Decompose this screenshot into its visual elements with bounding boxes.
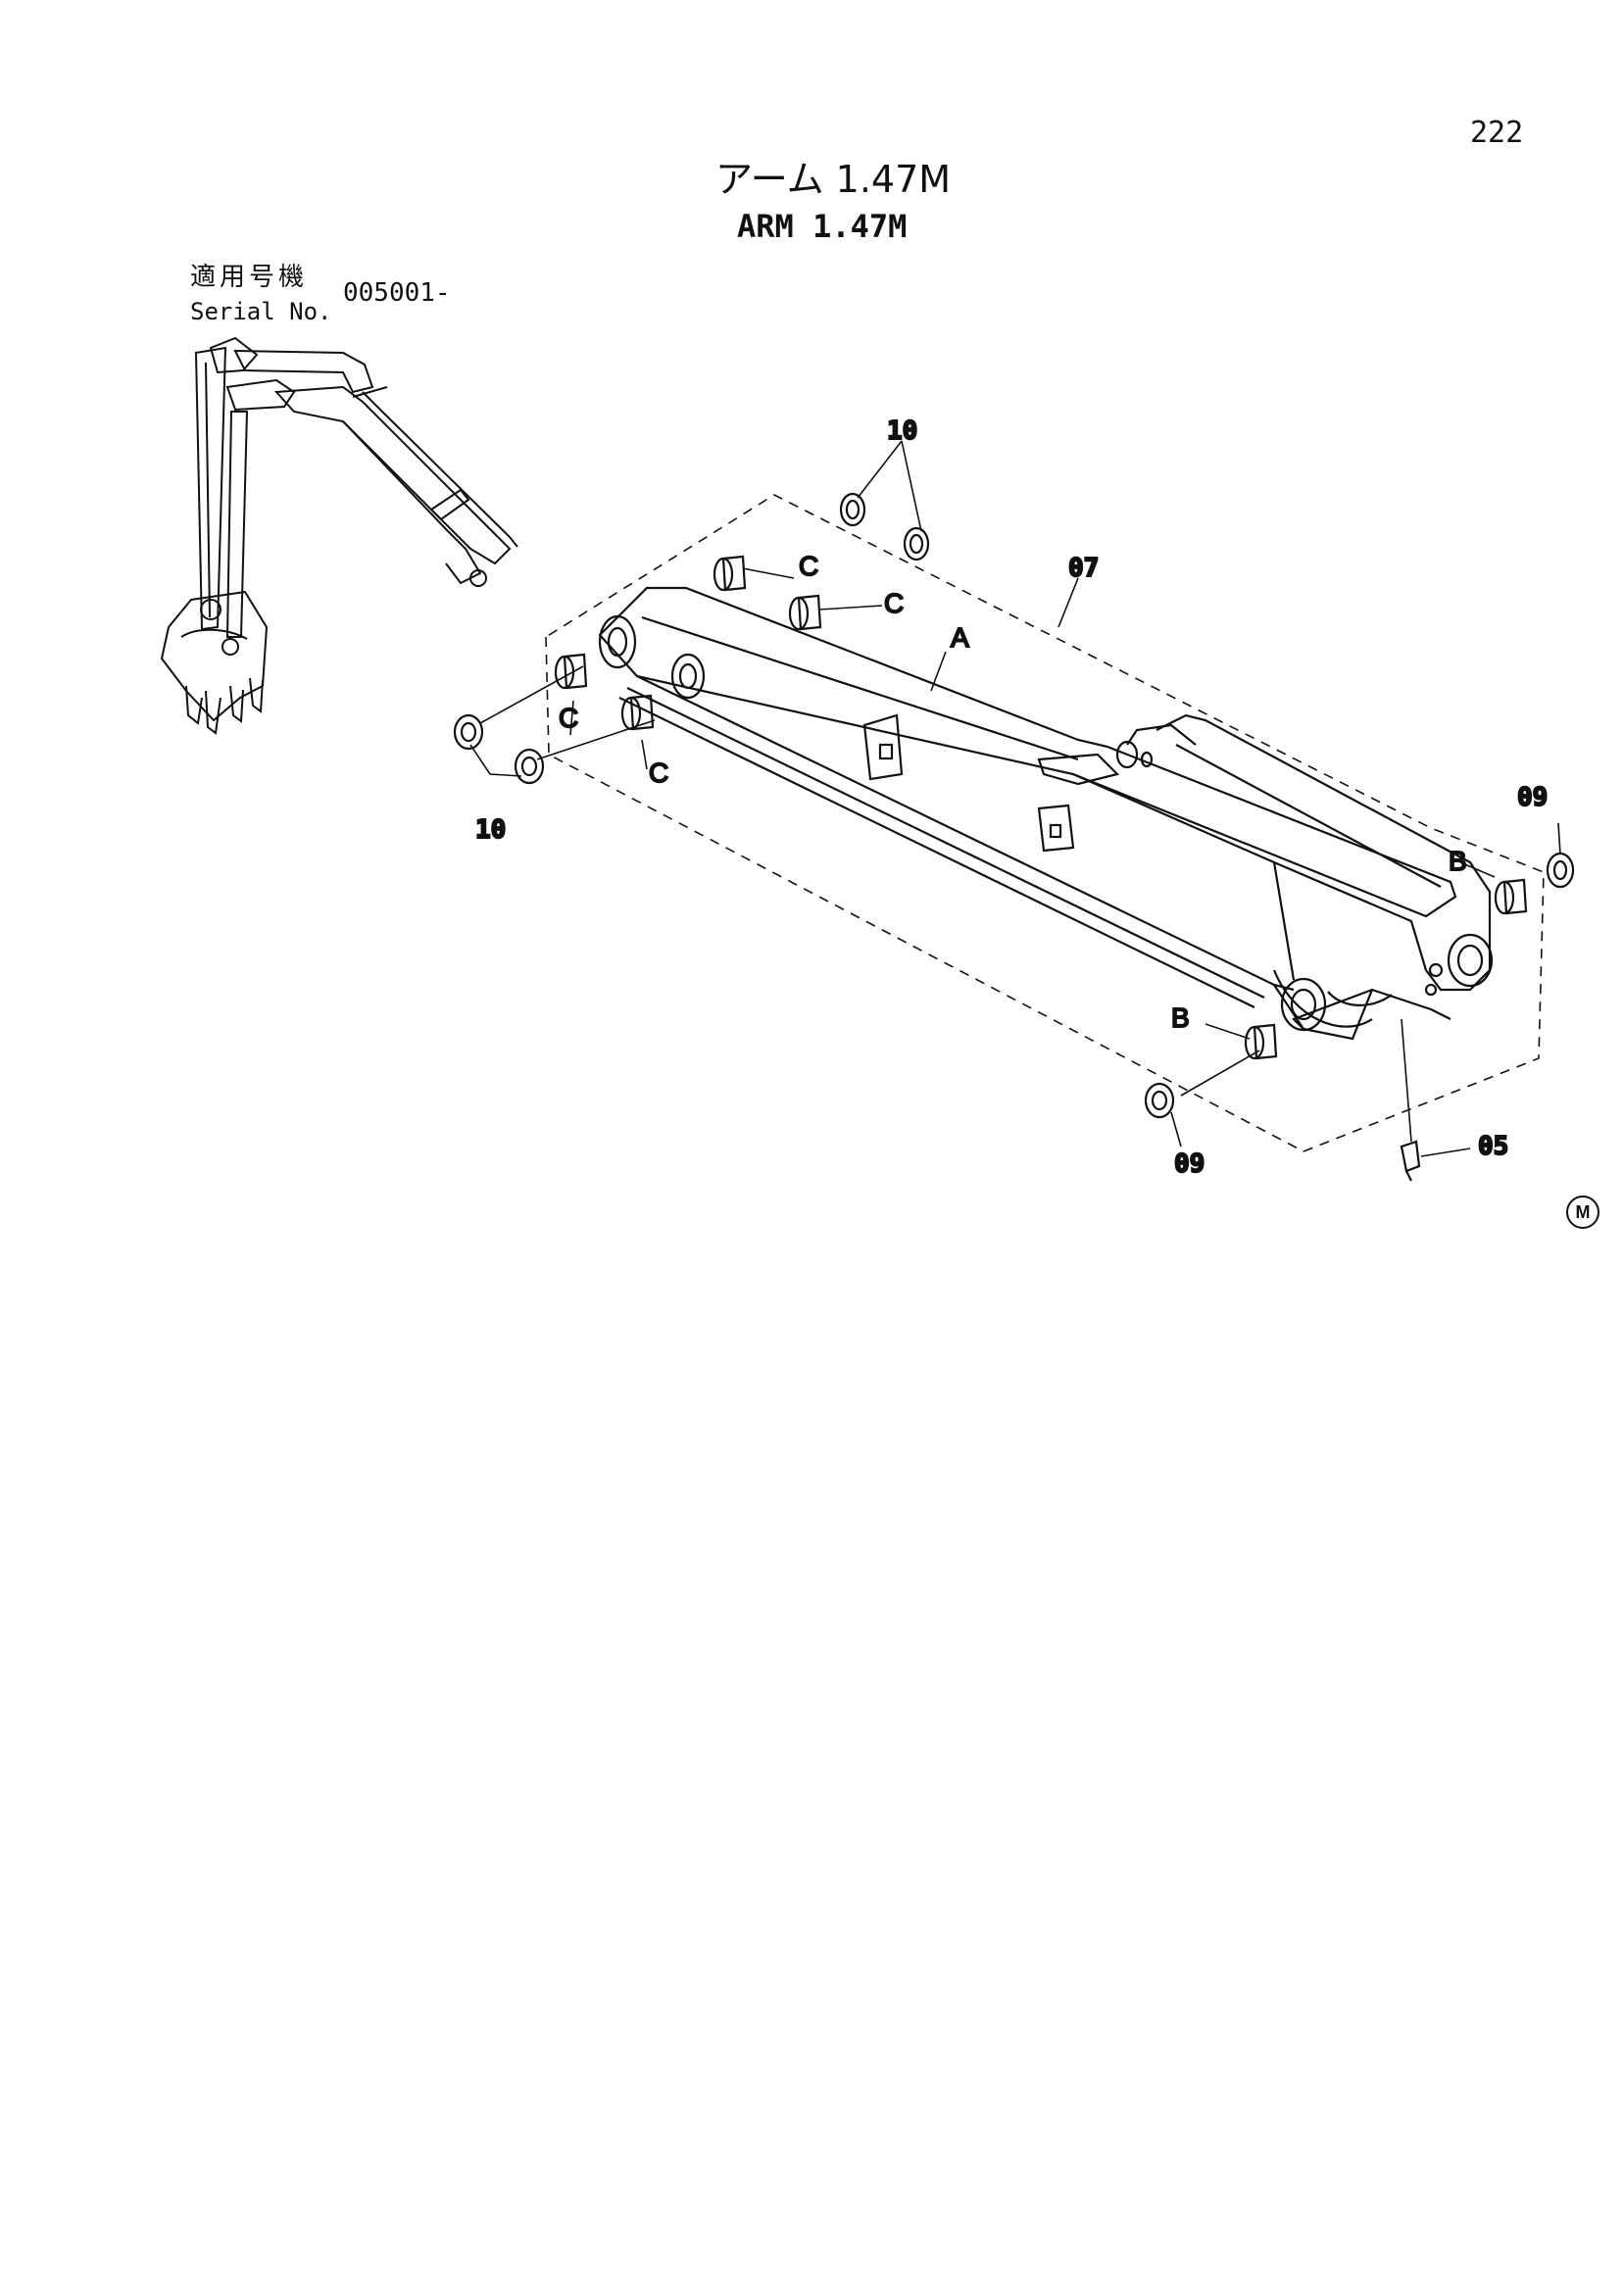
callout-part-10-upper: 10 bbox=[887, 416, 917, 446]
page-title-japanese: アーム 1.47M bbox=[715, 158, 952, 201]
callout-part-09-lower: 09 bbox=[1174, 1149, 1205, 1179]
page-title-english: ARM 1.47M bbox=[737, 208, 908, 245]
arm-body bbox=[598, 586, 1494, 1041]
serial-number-value: 005001- bbox=[343, 278, 451, 308]
serial-label-japanese: 適用号機 bbox=[190, 263, 309, 292]
callout-letter-b-1: B bbox=[1449, 846, 1467, 876]
manufacturer-mark-icon: M bbox=[1566, 1196, 1599, 1229]
callout-letter-c-2: C bbox=[884, 588, 904, 618]
bushings-and-seals bbox=[453, 492, 1575, 1182]
assembly-boundary-07 bbox=[545, 494, 1545, 1152]
callout-letter-b-2: B bbox=[1171, 1002, 1190, 1033]
callout-part-07: 07 bbox=[1068, 554, 1099, 583]
callout-part-09-right: 09 bbox=[1517, 783, 1548, 812]
callout-part-10-lower: 10 bbox=[475, 815, 506, 845]
callout-letter-c-3: C bbox=[559, 703, 578, 733]
callout-letter-c-1: C bbox=[799, 551, 818, 581]
serial-label-english: Serial No. bbox=[190, 298, 332, 325]
leader-lines bbox=[469, 440, 1561, 1157]
callout-part-05: 05 bbox=[1478, 1132, 1508, 1161]
callout-letter-a: A bbox=[951, 622, 969, 653]
callout-letter-c-4: C bbox=[649, 757, 668, 788]
page-number: 222 bbox=[1470, 116, 1524, 150]
excavator-thumbnail-illustration bbox=[160, 336, 518, 735]
